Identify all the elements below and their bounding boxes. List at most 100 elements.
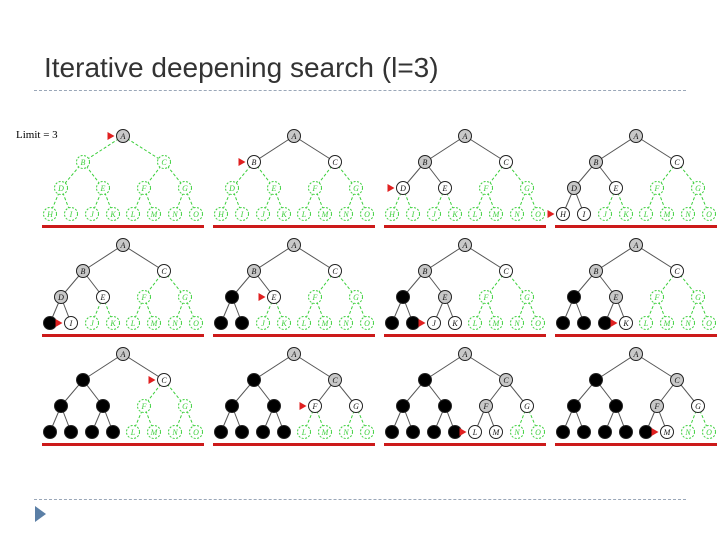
tree-node-I — [406, 425, 420, 439]
tree-node-H — [43, 425, 57, 439]
tree-node-label-B: B — [594, 158, 599, 167]
tree-node-C — [157, 373, 171, 387]
tree-node-D — [54, 181, 68, 195]
tree-node-K — [106, 316, 120, 330]
tree-node-G — [520, 290, 534, 304]
panel-underline — [384, 225, 546, 228]
tree-edge-AB — [424, 244, 466, 272]
tree-node-label-F: F — [654, 184, 660, 193]
tree-node-D — [396, 290, 410, 304]
tree-node-C — [670, 155, 684, 169]
tree-node-I — [64, 207, 78, 221]
tree-node-label-G: G — [524, 184, 530, 193]
tree-node-label-N: N — [513, 319, 520, 328]
tree-node-K — [106, 425, 120, 439]
tree-node-A — [287, 238, 301, 252]
tree-node-G — [178, 290, 192, 304]
tree-edge-AB — [253, 353, 295, 381]
tree-node-label-B: B — [81, 267, 86, 276]
panel-underline — [555, 443, 717, 446]
tree-node-label-M: M — [492, 319, 501, 328]
tree-node-label-F: F — [141, 293, 147, 302]
tree-edge-AB — [253, 244, 295, 272]
tree-node-F — [479, 181, 493, 195]
tree-edge-AC — [293, 135, 336, 163]
tree-node-label-B: B — [594, 267, 599, 276]
tree-node-D — [225, 290, 239, 304]
tree-node-E — [267, 290, 281, 304]
tree-node-C — [157, 264, 171, 278]
tree-node-K — [277, 207, 291, 221]
tree-node-G — [520, 399, 534, 413]
tree-node-L — [126, 207, 140, 221]
tree-node-label-B: B — [423, 158, 428, 167]
tree-node-G — [178, 399, 192, 413]
tree-node-label-M: M — [492, 428, 501, 437]
tree-edge-AC — [293, 244, 336, 272]
tree-node-label-M: M — [321, 319, 330, 328]
tree-node-label-H: H — [46, 210, 54, 219]
tree-node-label-C: C — [161, 376, 167, 385]
tree-node-A — [458, 129, 472, 143]
tree-node-C — [670, 264, 684, 278]
tree-edge-AB — [253, 135, 295, 163]
tree-node-B — [76, 373, 90, 387]
tree-node-label-L: L — [130, 210, 136, 219]
tree-node-label-G: G — [695, 184, 701, 193]
tree-node-label-J: J — [261, 210, 265, 219]
tree-node-G — [178, 181, 192, 195]
tree-edge-AC — [122, 244, 165, 272]
tree-node-G — [349, 181, 363, 195]
tree-node-label-G: G — [695, 293, 701, 302]
tree-node-label-O: O — [193, 210, 199, 219]
tree-node-label-C: C — [503, 158, 509, 167]
tree-node-M — [660, 316, 674, 330]
tree-node-label-B: B — [423, 267, 428, 276]
tree-node-label-F: F — [654, 293, 660, 302]
tree-node-D — [567, 399, 581, 413]
tree-node-label-I: I — [69, 319, 73, 328]
panel-underline — [42, 443, 204, 446]
tree-node-D — [396, 181, 410, 195]
tree-node-J — [598, 316, 612, 330]
tree-node-A — [458, 238, 472, 252]
tree-node-label-K: K — [280, 319, 287, 328]
tree-node-G — [691, 181, 705, 195]
tree-node-H — [385, 316, 399, 330]
tree-node-label-A: A — [462, 132, 468, 141]
tree-node-label-A: A — [120, 132, 126, 141]
tree-node-label-C: C — [332, 376, 338, 385]
tree-node-label-B: B — [252, 158, 257, 167]
tree-node-label-F: F — [654, 402, 660, 411]
tree-node-label-D: D — [228, 184, 235, 193]
tree-node-label-D: D — [570, 184, 577, 193]
tree-node-L — [126, 316, 140, 330]
tree-node-M — [318, 316, 332, 330]
tree-node-J — [85, 207, 99, 221]
tree-node-H — [556, 316, 570, 330]
tree-node-label-L: L — [472, 428, 478, 437]
tree-node-O — [360, 316, 374, 330]
tree-node-label-E: E — [100, 184, 106, 193]
tree-node-H — [214, 316, 228, 330]
tree-node-D — [567, 181, 581, 195]
tree-node-A — [629, 129, 643, 143]
tree-node-L — [297, 425, 311, 439]
tree-edge-AB — [82, 135, 124, 163]
tree-node-B — [247, 264, 261, 278]
tree-node-label-G: G — [182, 402, 188, 411]
current-node-pointer — [148, 376, 156, 384]
tree-node-N — [339, 316, 353, 330]
tree-node-label-G: G — [353, 293, 359, 302]
tree-node-J — [598, 425, 612, 439]
tree-node-label-N: N — [684, 428, 691, 437]
tree-node-label-M: M — [150, 210, 159, 219]
current-node-pointer — [610, 319, 618, 327]
tree-node-label-L: L — [643, 319, 649, 328]
tree-node-O — [360, 425, 374, 439]
tree-node-I — [577, 316, 591, 330]
tree-node-label-K: K — [109, 210, 116, 219]
